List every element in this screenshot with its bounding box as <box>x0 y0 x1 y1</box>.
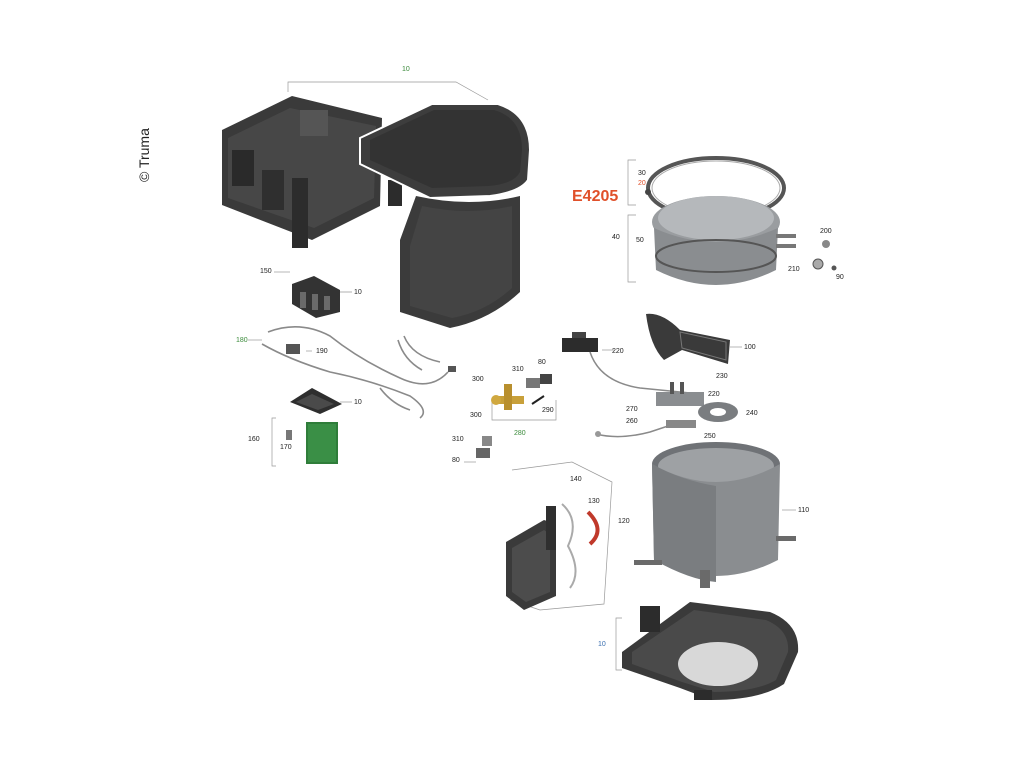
label-160: 160 <box>248 436 260 443</box>
highlight-part-code: E4205 <box>572 188 619 205</box>
housing-lid-part <box>359 103 532 200</box>
heat-shield-part <box>646 313 730 364</box>
label-20: 20 <box>638 180 646 187</box>
label-210: 210 <box>788 266 800 273</box>
label-80-b: 80 <box>452 457 460 464</box>
label-280: 280 <box>514 430 526 437</box>
gas-valve-part <box>491 374 552 410</box>
label-250: 250 <box>704 433 716 440</box>
label-220-a: 220 <box>612 348 624 355</box>
combustion-chamber-part <box>634 442 796 588</box>
label-220-b: 220 <box>708 391 720 398</box>
label-200: 200 <box>820 228 832 235</box>
leader-lines <box>248 81 796 671</box>
small-bracket-part <box>476 436 492 458</box>
label-240: 240 <box>746 410 758 417</box>
base-plate-part <box>622 602 799 700</box>
lower-bracket-part <box>290 388 342 414</box>
label-150: 150 <box>260 268 272 275</box>
sensor-lead-part <box>595 420 696 438</box>
label-110: 110 <box>798 507 810 514</box>
curved-shield-part <box>400 196 520 328</box>
label-310-a: 310 <box>512 366 524 373</box>
harness-connector-part <box>286 344 456 372</box>
label-310-b: 310 <box>452 436 464 443</box>
label-80-a: 80 <box>538 359 546 366</box>
label-270: 270 <box>626 406 638 413</box>
label-10-c: 10 <box>354 399 362 406</box>
copyright-text: © Truma <box>136 128 152 182</box>
label-30: 30 <box>638 170 646 177</box>
label-90: 90 <box>836 274 844 281</box>
label-300-b: 300 <box>470 412 482 419</box>
label-190: 190 <box>316 348 328 355</box>
label-120: 120 <box>618 518 630 525</box>
bracket-part <box>292 276 340 318</box>
label-170: 170 <box>280 444 292 451</box>
label-300-a: 300 <box>472 376 484 383</box>
fastener-part <box>645 189 837 271</box>
label-10-top: 10 <box>402 66 410 73</box>
label-40: 40 <box>612 234 620 241</box>
label-260: 260 <box>626 418 638 425</box>
label-290: 290 <box>542 407 554 414</box>
wiring-harness-part <box>261 326 449 419</box>
upper-casing-part <box>222 96 402 248</box>
label-50: 50 <box>636 237 644 244</box>
label-130: 130 <box>588 498 600 505</box>
control-board-part <box>286 422 338 464</box>
label-100: 100 <box>744 344 756 351</box>
label-10-d: 10 <box>598 641 606 648</box>
label-180: 180 <box>236 337 248 344</box>
label-10-b: 10 <box>354 289 362 296</box>
combustion-ring-part <box>646 156 796 285</box>
mounting-bracket-part <box>506 503 577 610</box>
seal-strip-part <box>586 510 600 546</box>
label-140: 140 <box>570 476 582 483</box>
burner-part <box>656 382 738 422</box>
label-230: 230 <box>716 373 728 380</box>
